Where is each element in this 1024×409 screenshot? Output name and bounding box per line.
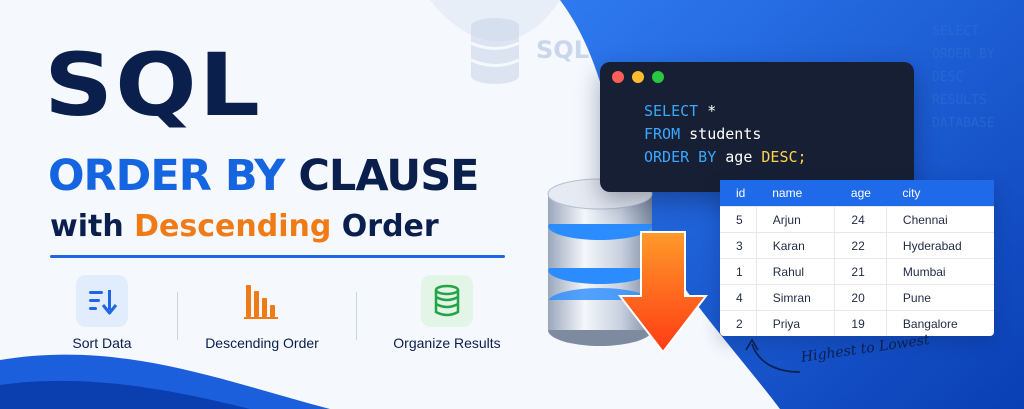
maximize-dot-icon bbox=[652, 71, 664, 83]
table-row: 4 Simran 20 Pune bbox=[720, 284, 994, 311]
code-line: SELECT * bbox=[644, 102, 717, 120]
column-header: age bbox=[834, 180, 887, 207]
table-header-row: id name age city bbox=[720, 180, 994, 207]
table-cell: Mumbai bbox=[886, 258, 994, 285]
close-dot-icon bbox=[612, 71, 624, 83]
column-header: name bbox=[756, 180, 835, 207]
sql-watermark: SQL bbox=[536, 36, 589, 64]
column-header: city bbox=[886, 180, 994, 207]
code-line: ORDER BY age DESC; bbox=[644, 148, 807, 166]
table-cell: 4 bbox=[720, 284, 757, 311]
table-row: 5 Arjun 24 Chennai bbox=[720, 206, 994, 233]
table-cell: Priya bbox=[756, 310, 836, 336]
table-cell: 19 bbox=[834, 310, 887, 336]
database-icon bbox=[421, 275, 473, 327]
table-cell: Pune bbox=[886, 284, 994, 311]
down-arrow-icon bbox=[617, 231, 709, 354]
database-cylinder-illustration bbox=[547, 178, 653, 346]
subtitle-order: Order bbox=[331, 209, 439, 244]
table-cell: 24 bbox=[834, 206, 887, 233]
divider bbox=[177, 292, 178, 340]
side-keyword: SELECT bbox=[932, 24, 979, 39]
subtitle-with: with bbox=[50, 209, 135, 244]
table-cell: 21 bbox=[834, 258, 887, 285]
table-cell: 20 bbox=[834, 284, 887, 311]
table-cell: Chennai bbox=[886, 206, 994, 233]
feature-descending-order: Descending Order bbox=[187, 275, 337, 351]
table-row: 1 Rahul 21 Mumbai bbox=[720, 258, 994, 285]
table-row: 3 Karan 22 Hyderabad bbox=[720, 232, 994, 259]
table-cell: 1 bbox=[720, 258, 757, 285]
bar-chart-descending-icon bbox=[236, 275, 288, 327]
feature-sort-data: Sort Data bbox=[27, 275, 177, 351]
table-cell: Simran bbox=[756, 284, 836, 311]
feature-label: Organize Results bbox=[393, 335, 501, 351]
title-order-by: ORDER BY bbox=[48, 151, 285, 201]
table-cell: 5 bbox=[720, 206, 757, 233]
table-cell: Rahul bbox=[756, 258, 836, 285]
title-sql: SQL bbox=[44, 34, 262, 136]
code-line: FROM students bbox=[644, 125, 762, 143]
feature-organize-results: Organize Results bbox=[372, 275, 522, 351]
subtitle-descending: Descending bbox=[134, 209, 332, 244]
divider bbox=[356, 292, 357, 340]
result-table: id name age city 5 Arjun 24 Chennai 3 Ka… bbox=[720, 180, 994, 336]
column-header: id bbox=[720, 180, 757, 207]
table-cell: 3 bbox=[720, 232, 757, 259]
feature-label: Descending Order bbox=[205, 335, 319, 351]
table-cell: 2 bbox=[720, 310, 757, 336]
table-cell: Arjun bbox=[756, 206, 836, 233]
side-keyword: RESULTS bbox=[932, 93, 987, 108]
title-underline bbox=[50, 255, 505, 258]
subtitle: with Descending Order bbox=[50, 212, 439, 242]
title-clause: CLAUSE bbox=[298, 151, 479, 201]
feature-label: Sort Data bbox=[72, 335, 132, 351]
side-keyword: ORDER BY bbox=[932, 47, 995, 62]
table-cell: Hyderabad bbox=[886, 232, 994, 259]
title-line-2: ORDER BY CLAUSE bbox=[48, 155, 480, 198]
table-cell: Bangalore bbox=[886, 310, 994, 336]
side-keyword: DATABASE bbox=[932, 116, 995, 131]
side-keyword: DESC bbox=[932, 70, 964, 85]
minimize-dot-icon bbox=[632, 71, 644, 83]
sort-descending-icon bbox=[76, 275, 128, 327]
side-keywords: SELECT ORDER BY DESC RESULTS DATABASE bbox=[932, 20, 995, 135]
table-cell: 22 bbox=[834, 232, 887, 259]
table-cell: Karan bbox=[756, 232, 836, 259]
table-row: 2 Priya 19 Bangalore bbox=[720, 310, 994, 336]
